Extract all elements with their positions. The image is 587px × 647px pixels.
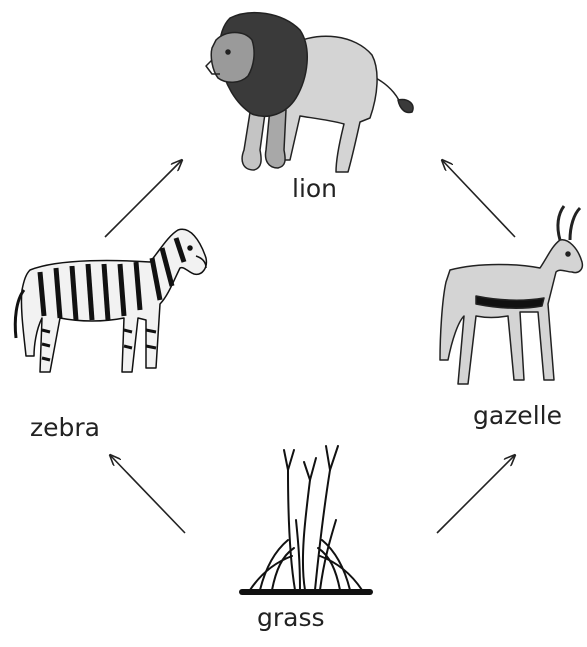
arrow-grass-to-gazelle: [437, 455, 515, 533]
label-gazelle: gazelle: [473, 403, 562, 428]
arrow-zebra-to-lion: [105, 160, 182, 237]
label-grass: grass: [257, 605, 325, 630]
zebra-illustration: [15, 229, 206, 372]
label-lion: lion: [292, 176, 337, 201]
arrow-grass-to-zebra: [110, 455, 185, 533]
lion-illustration: [206, 13, 413, 172]
arrow-gazelle-to-lion: [442, 160, 515, 237]
grass-illustration: [242, 446, 370, 592]
label-zebra: zebra: [30, 415, 100, 440]
